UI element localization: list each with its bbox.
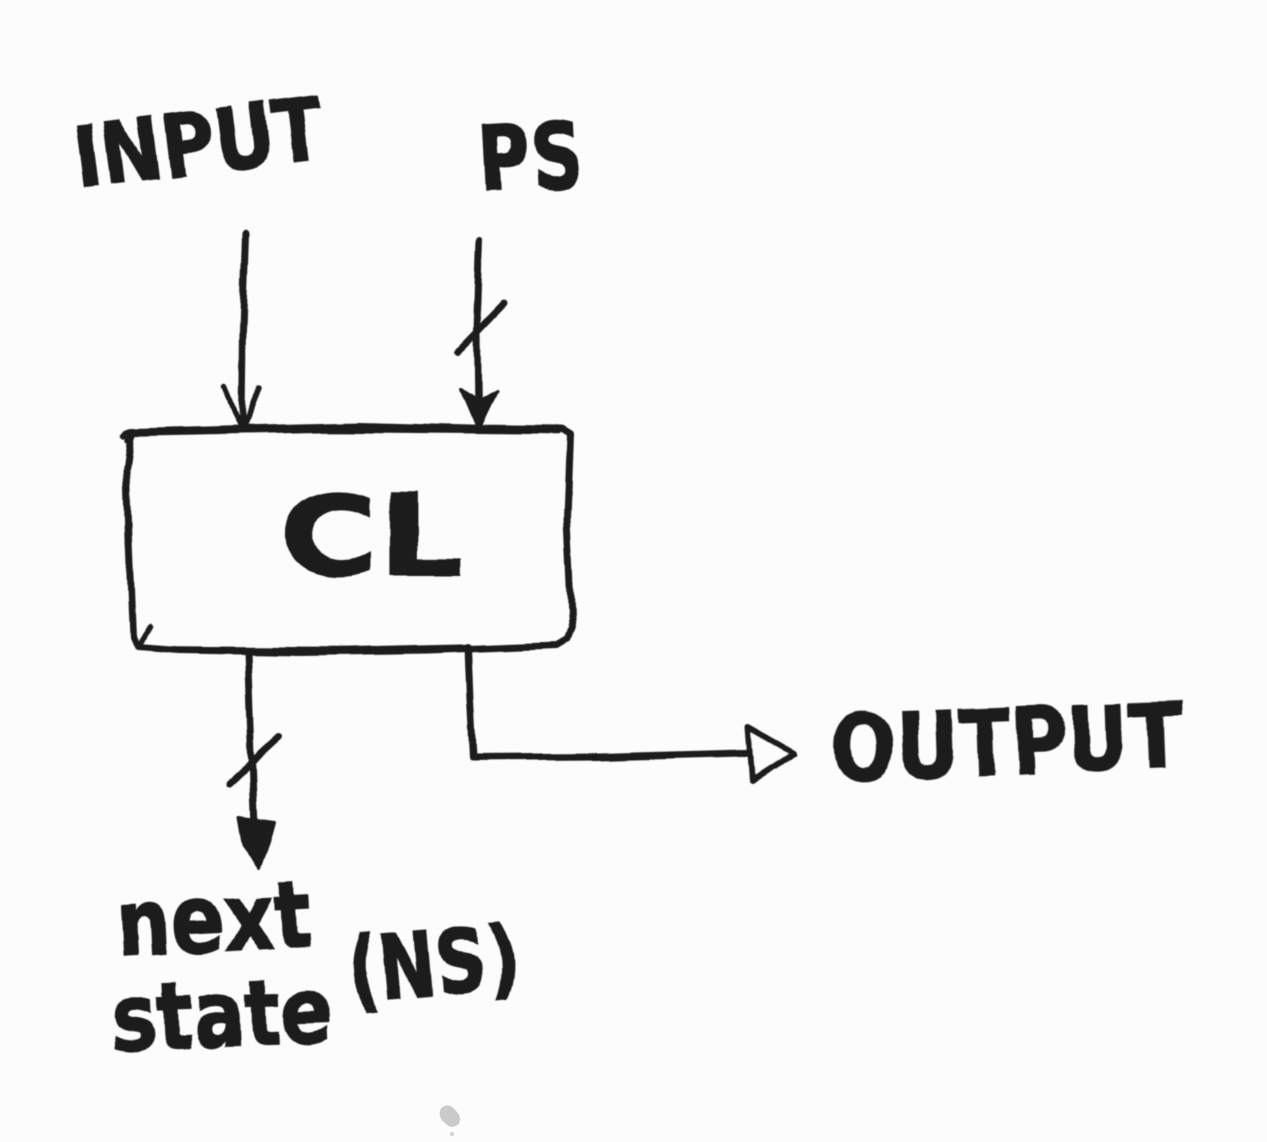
next-state-arrow-shaft xyxy=(244,648,258,834)
ps-bus-tick xyxy=(453,300,508,357)
cl-block xyxy=(123,421,576,656)
cl-block-top-retrace xyxy=(133,426,561,436)
next-state-label-line1: next xyxy=(114,861,314,978)
output-arrowhead xyxy=(745,724,797,783)
cl-block-corner-hook xyxy=(135,623,154,649)
output-label: OUTPUT xyxy=(829,685,1184,802)
scan-smudge xyxy=(439,1105,460,1127)
scan-speck xyxy=(449,1131,455,1137)
input-arrowhead xyxy=(221,384,263,433)
cl-block-bottom-retrace xyxy=(172,644,473,653)
next-state-arrowhead xyxy=(236,816,276,871)
cl-label: CL xyxy=(280,472,465,600)
output-arrow xyxy=(464,643,781,762)
input-arrow-shaft xyxy=(238,229,250,428)
next-state-abbrev-label: (NS) xyxy=(343,905,523,1023)
ps-label: PS xyxy=(476,102,586,214)
ps-arrowhead xyxy=(459,387,498,431)
cl-block-corner-scribble xyxy=(121,427,141,443)
next-state-label-line2: state xyxy=(109,957,335,1072)
next-state-bus-tick xyxy=(225,732,284,787)
